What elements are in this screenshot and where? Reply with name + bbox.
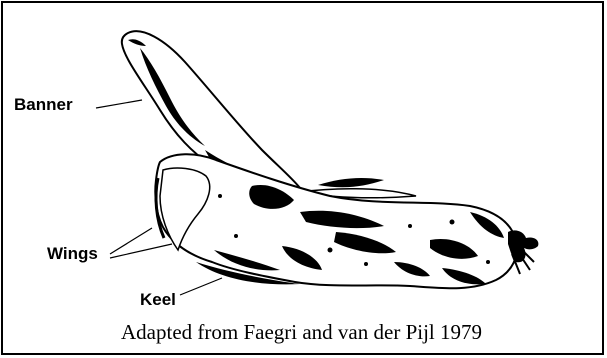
figure-caption: Adapted from Faegri and van der Pijl 197… <box>0 322 603 343</box>
keel-leader-line <box>180 278 222 295</box>
calyx-tuft <box>508 230 538 274</box>
keel-label: Keel <box>140 291 176 308</box>
banner-label: Banner <box>14 96 73 113</box>
flower-body <box>155 154 517 288</box>
wings-leader-line-lower <box>110 244 172 258</box>
banner-leader-line <box>96 100 142 108</box>
wings-label: Wings <box>47 245 98 262</box>
